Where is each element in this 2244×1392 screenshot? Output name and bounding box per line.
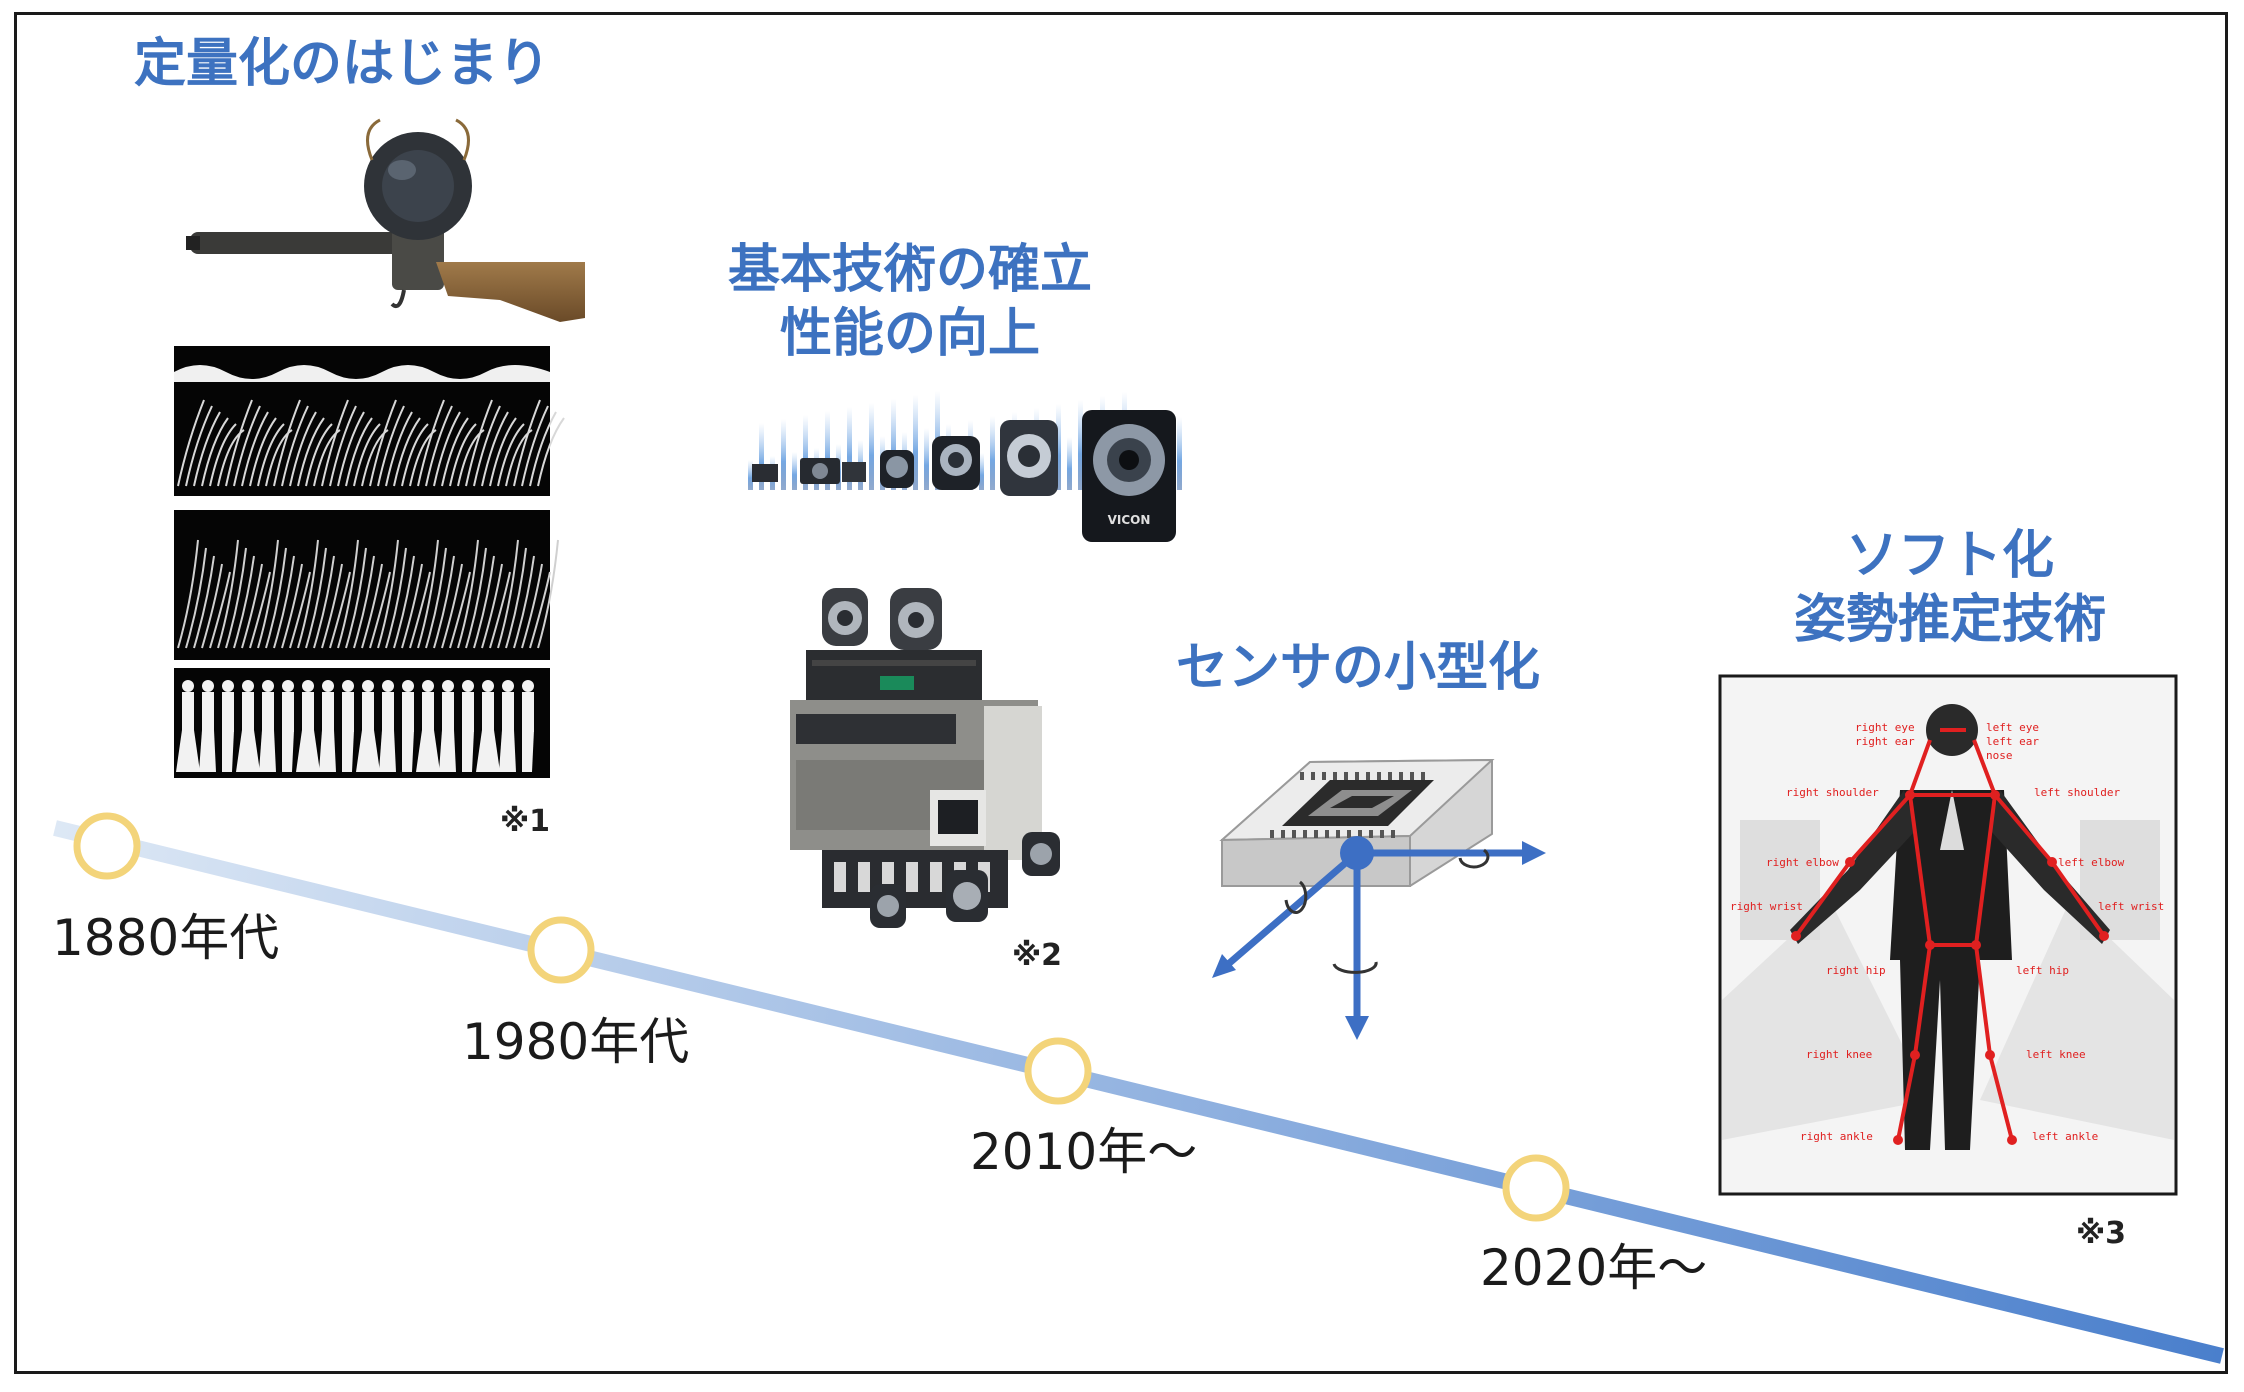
pose-label-right-ankle: right ankle — [1800, 1130, 1873, 1143]
chronophotography-strips — [174, 346, 565, 778]
pose-label-left-ear: left ear — [1986, 735, 2039, 748]
camera-lineup-image: VICON — [748, 391, 1182, 542]
pose-label-right-elbow: right elbow — [1766, 856, 1839, 869]
year-label-1880s: 1880年代 — [52, 909, 280, 967]
year-label-1980s: 1980年代 — [462, 1013, 690, 1071]
pose-label-right-hip: right hip — [1826, 964, 1886, 977]
motion-capture-hardware-image — [790, 588, 1060, 928]
heading-software-line1: ソフト化 — [1845, 526, 2054, 586]
timeline-line — [53, 820, 2224, 1364]
heading-sensor-miniaturization: センサの小型化 — [1176, 638, 1541, 698]
heading-software: ソフト化 姿勢推定技術 — [1750, 524, 2150, 652]
pose-label-left-wrist: left wrist — [2098, 900, 2164, 913]
heading-quantification: 定量化のはじまり — [134, 34, 551, 94]
pose-label-right-ear: right ear — [1855, 735, 1915, 748]
year-label-2020s: 2020年～ — [1480, 1239, 1708, 1297]
footnote-marker-2: ※2 — [1012, 938, 1063, 973]
milestone-2020 — [1502, 1154, 1570, 1222]
pose-estimation-image: right eye right ear left eye left ear no… — [1718, 674, 2178, 1196]
heading-software-line2: 姿勢推定技術 — [1793, 590, 2106, 650]
pose-label-left-shoulder: left shoulder — [2034, 786, 2120, 799]
pose-label-right-shoulder: right shoulder — [1786, 786, 1879, 799]
pose-label-nose: nose — [1986, 749, 2013, 762]
heading-basic-technology-line1: 基本技術の確立 — [727, 240, 1092, 300]
pose-label-right-wrist: right wrist — [1730, 900, 1803, 913]
camera-brand-label: VICON — [1108, 513, 1151, 527]
year-label-2010s: 2010年～ — [970, 1123, 1198, 1181]
milestone-1880 — [73, 812, 141, 880]
rotation-indicator-icons — [1284, 848, 1490, 974]
photographic-gun-image — [186, 118, 585, 322]
footnote-marker-3: ※3 — [2076, 1216, 2127, 1251]
pose-label-left-knee: left knee — [2026, 1048, 2086, 1061]
footnote-marker-1: ※1 — [500, 804, 551, 839]
pose-label-left-eye: left eye — [1986, 721, 2039, 734]
milestone-2010 — [1024, 1037, 1092, 1105]
heading-basic-technology-line2: 性能の向上 — [779, 304, 1040, 364]
imu-sensor-chip — [1219, 758, 1495, 887]
heading-basic-technology: 基本技術の確立 性能の向上 — [700, 238, 1120, 366]
pose-label-left-hip: left hip — [2016, 964, 2069, 977]
milestone-1980 — [527, 916, 595, 984]
pose-label-right-knee: right knee — [1806, 1048, 1872, 1061]
pose-label-left-elbow: left elbow — [2058, 856, 2125, 869]
pose-label-left-ankle: left ankle — [2032, 1130, 2098, 1143]
pose-label-right-eye: right eye — [1855, 721, 1915, 734]
